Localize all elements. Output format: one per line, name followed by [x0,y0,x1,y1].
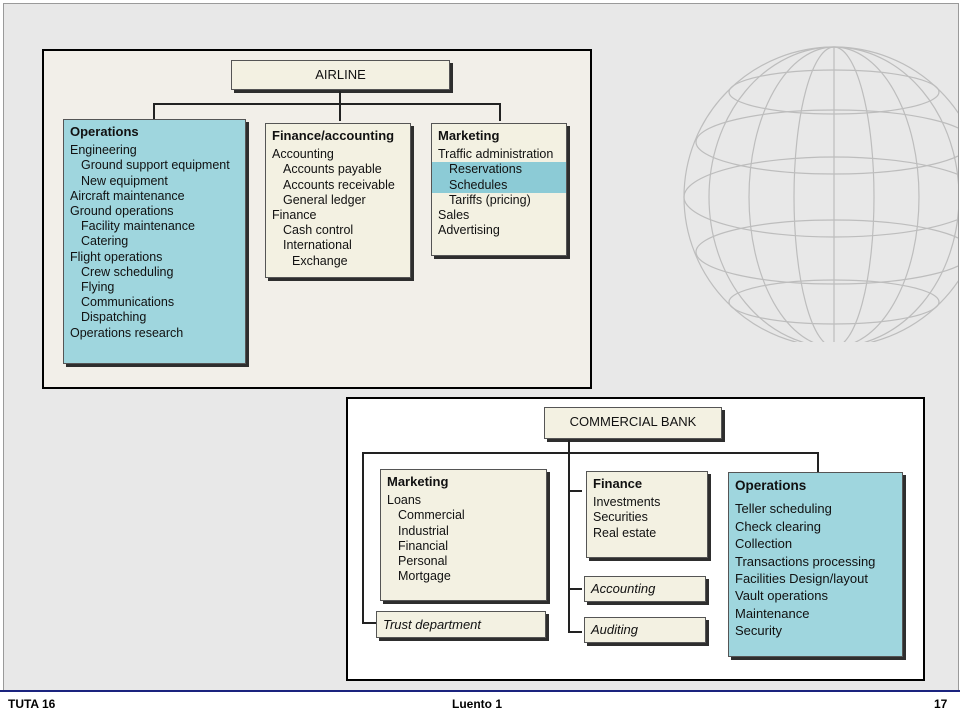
list-item: Mortgage [398,569,451,584]
list-item: Operations research [70,325,184,340]
list-item: Vault operations [735,588,828,604]
connector [339,91,341,103]
connector [499,103,501,121]
list-item: Tariffs (pricing) [449,192,531,207]
list-item: Accounting [272,147,334,162]
bank-operations-heading: Operations [735,478,807,493]
connector [568,490,582,492]
list-item: Collection [735,536,793,552]
connector [568,631,582,633]
auditing-box: Auditing [584,617,706,643]
list-item: Communications [81,295,175,310]
connector [339,103,341,121]
accounting-label: Accounting [591,581,656,596]
airline-finance-heading: Finance/accounting [272,128,395,143]
accounting-box: Accounting [584,576,706,602]
bank-finance-heading: Finance [593,476,643,491]
connector [362,452,364,624]
trust-department-box: Trust department [376,611,546,638]
list-item: Flight operations [70,249,163,264]
list-item: Loans [387,493,422,508]
footer-divider [0,690,960,692]
list-item: Maintenance [735,605,810,621]
list-item: Catering [81,234,129,249]
list-item: Accounts payable [283,162,382,177]
list-item: Commercial [398,508,465,523]
list-item: International [283,238,352,253]
list-item: Sales [438,208,470,223]
list-item: Flying [81,280,115,295]
footer-left: TUTA 16 [8,697,56,711]
list-item: Ground support equipment [81,158,230,173]
airline-marketing-heading: Marketing [438,128,500,143]
footer-center: Luento 1 [452,697,502,711]
list-item: Finance [272,208,317,223]
list-item: Check clearing [735,518,821,534]
list-item: Schedules [432,177,566,193]
list-item: Traffic administration [438,147,554,162]
list-item: Dispatching [81,310,147,325]
bank-marketing-heading: Marketing [387,474,449,489]
connector [817,452,819,472]
connector [568,452,570,633]
list-item: General ledger [283,192,366,207]
bank-title: COMMERCIAL BANK [569,414,697,429]
list-item: Personal [398,554,448,569]
list-item: Ground operations [70,204,174,219]
airline-title: AIRLINE [315,67,366,82]
list-item: Cash control [283,223,354,238]
list-item: Real estate [593,525,657,540]
list-item: Industrial [398,523,449,538]
list-item: New equipment [81,173,168,188]
list-item: Security [735,623,782,639]
list-item: Facilities Design/layout [735,571,868,587]
list-item: Financial [398,538,449,553]
connector [568,588,582,590]
list-item: Facility maintenance [81,219,195,234]
connector [568,440,570,453]
airline-operations-heading: Operations [70,124,139,139]
list-item: Engineering [70,143,137,158]
auditing-label: Auditing [591,622,638,637]
list-item: Securities [593,510,648,525]
trust-department-label: Trust department [383,617,482,632]
list-item: Teller scheduling [735,501,832,517]
connector [362,452,818,454]
bank-title-box: COMMERCIAL BANK [544,407,722,439]
wireframe-globe-decoration [683,46,958,342]
list-item: Transactions processing [735,553,876,569]
list-item: Advertising [438,223,500,238]
connector [362,622,376,624]
list-item: Investments [593,495,661,510]
list-item: Crew scheduling [81,264,174,279]
list-item: Accounts receivable [283,177,395,192]
list-item: Aircraft maintenance [70,188,185,203]
connector [153,103,500,105]
airline-title-box: AIRLINE [231,60,450,90]
list-item: Reservations [432,162,566,178]
list-item: Exchange [292,253,348,268]
connector [153,103,155,119]
footer-page-number: 17 [934,697,948,711]
